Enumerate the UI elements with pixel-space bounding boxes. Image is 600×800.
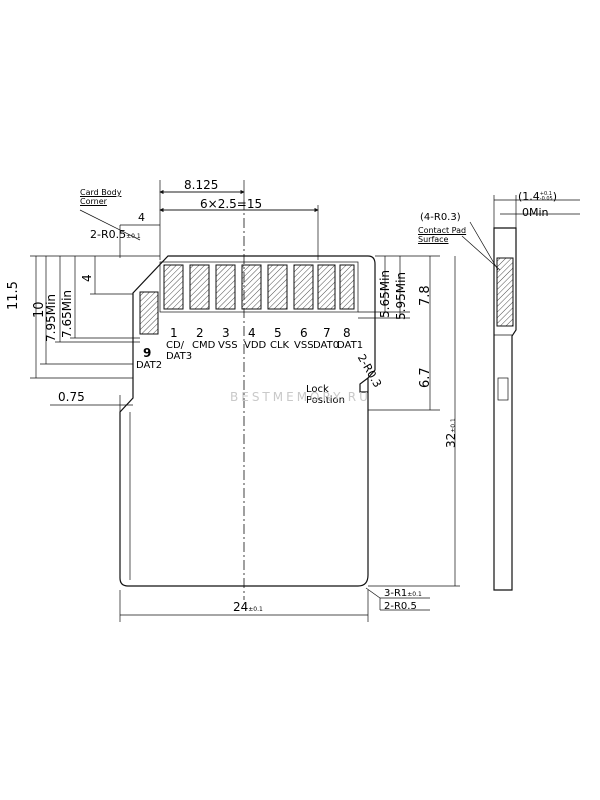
pin-2-number: 2 bbox=[196, 326, 204, 340]
pad-3 bbox=[215, 264, 236, 310]
right-dimensions bbox=[358, 255, 460, 587]
pin-5-name: CLK bbox=[270, 340, 290, 351]
card-outline bbox=[119, 255, 376, 587]
pin-9-name: DAT2 bbox=[136, 360, 163, 371]
dim-78: 7.8 bbox=[418, 285, 433, 306]
bottom-dimension bbox=[119, 587, 430, 622]
dim-765: 7.65Min bbox=[60, 289, 74, 338]
dim-4-top: 4 bbox=[138, 211, 145, 224]
top-dimensions bbox=[79, 180, 319, 260]
dim-2r05-bottom: 2-R0.5 bbox=[384, 601, 417, 612]
pin-5-number: 5 bbox=[274, 326, 282, 340]
pin-9-number: 9 bbox=[143, 346, 152, 360]
pin-6-name: VSS bbox=[294, 340, 314, 351]
pad-frame bbox=[159, 261, 359, 313]
pin-4-number: 4 bbox=[248, 326, 256, 340]
pin-1-name: CD/ DAT3 bbox=[166, 340, 193, 362]
dim-115: 11.5 bbox=[6, 281, 21, 310]
lock-position-label: Lock Position bbox=[306, 384, 345, 406]
watermark: BESTMEMORY.RU bbox=[230, 390, 371, 404]
dim-795: 7.95Min bbox=[44, 293, 58, 342]
pin-8-name: DAT1 bbox=[337, 340, 364, 351]
pad-1 bbox=[163, 264, 184, 310]
left-dimensions bbox=[30, 255, 160, 412]
dim-595: 5.95Min bbox=[394, 271, 408, 320]
contact-pads bbox=[139, 261, 359, 335]
dim-4r03: (4-R0.3) bbox=[420, 212, 461, 223]
dim-32: 32±0.1 bbox=[444, 418, 458, 448]
dim-24: 24±0.1 bbox=[233, 600, 263, 614]
dim-0min: 0Min bbox=[522, 206, 549, 219]
dim-14: (1.4+0.1 -0.05) bbox=[518, 190, 558, 203]
pin-2-name: CMD bbox=[192, 340, 216, 351]
pin-6-number: 6 bbox=[300, 326, 308, 340]
dim-6x25: 6×2.5=15 bbox=[200, 197, 263, 211]
pin-1-number: 1 bbox=[170, 326, 178, 340]
side-view bbox=[461, 195, 580, 591]
dim-67: 6.7 bbox=[418, 367, 433, 388]
lock-notch bbox=[359, 377, 369, 393]
dim-3r1: 3-R1±0.1 bbox=[384, 588, 422, 599]
pin-8-number: 8 bbox=[343, 326, 351, 340]
pad-4 bbox=[241, 264, 262, 310]
dim-4-left: 4 bbox=[80, 274, 94, 282]
dim-565: 5.65Min bbox=[378, 269, 392, 318]
pad-8 bbox=[339, 264, 355, 310]
pin-4-name: VDD bbox=[244, 340, 267, 351]
card-body-corner-label: Card Body Corner bbox=[80, 188, 122, 206]
contact-pad-surface-label: Contact Pad Surface bbox=[418, 226, 467, 244]
pad-6 bbox=[293, 264, 314, 310]
dim-2r03: 2-R0.3 bbox=[354, 352, 385, 390]
pin-7-number: 7 bbox=[323, 326, 331, 340]
pin-3-name: VSS bbox=[218, 340, 238, 351]
pad-7 bbox=[317, 264, 336, 310]
pad-2 bbox=[189, 264, 210, 310]
dim-075: 0.75 bbox=[58, 390, 85, 404]
pad-9 bbox=[139, 291, 159, 335]
pin-7-name: DAT0 bbox=[313, 340, 340, 351]
pad-5 bbox=[267, 264, 288, 310]
dim-8125: 8.125 bbox=[184, 178, 219, 192]
pin-3-number: 3 bbox=[222, 326, 230, 340]
dim-2r05-top: 2-R0.5±0.1 bbox=[90, 228, 141, 241]
